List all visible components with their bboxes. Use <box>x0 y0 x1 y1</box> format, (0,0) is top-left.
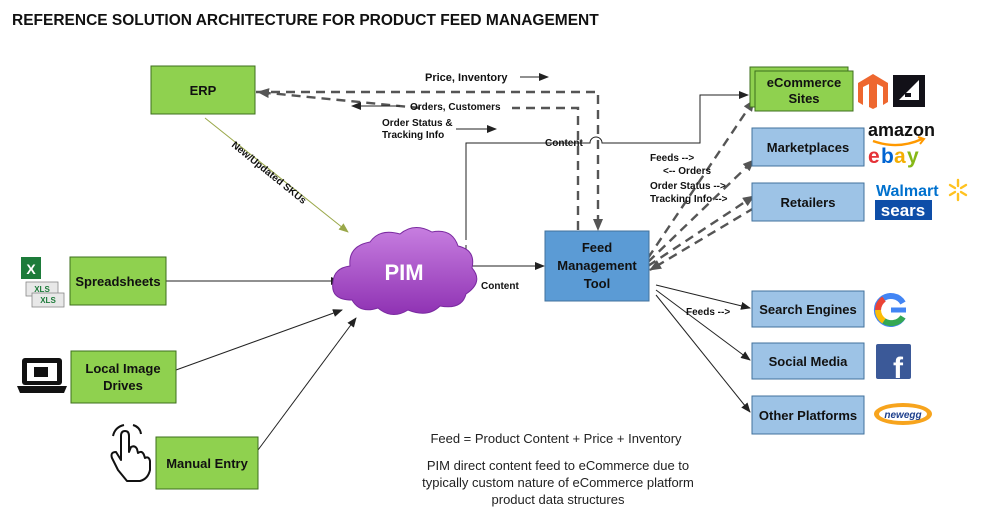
node-manual-entry[interactable]: Manual Entry <box>155 436 259 490</box>
edge-images-to-pim <box>175 309 343 371</box>
marketplaces-label: Marketplaces <box>767 140 849 155</box>
edge-feed-to-other <box>655 294 751 413</box>
ebay-e: e <box>868 145 880 168</box>
label-feeds-4: Tracking Info --> <box>650 194 728 205</box>
walmart-logo: Walmart <box>876 178 968 202</box>
social-media-label: Social Media <box>769 354 849 369</box>
walmart-spark-icon <box>948 178 968 202</box>
node-social-media[interactable]: Social Media <box>751 342 865 380</box>
node-other-platforms[interactable]: Other Platforms <box>751 395 865 435</box>
label-orders-customers: Orders, Customers <box>410 102 501 113</box>
facebook-icon: f <box>876 344 911 385</box>
note-explanation-3: product data structures <box>492 492 625 507</box>
bigcommerce-icon <box>893 75 925 107</box>
edge-new-skus <box>204 117 349 233</box>
facebook-f: f <box>893 352 904 385</box>
local-image-drives-label-1: Local Image <box>85 361 160 376</box>
retailers-label: Retailers <box>781 195 836 210</box>
laptop-icon <box>17 358 67 393</box>
node-feed-management-tool[interactable]: Feed Management Tool <box>544 230 650 302</box>
edge-feed-to-search <box>655 284 751 310</box>
node-spreadsheets[interactable]: Spreadsheets <box>69 256 167 306</box>
node-search-engines[interactable]: Search Engines <box>751 290 865 328</box>
edge-feed-to-retailers-1 <box>647 194 755 268</box>
edge-feed-to-retailers-2 <box>649 206 755 272</box>
node-marketplaces[interactable]: Marketplaces <box>751 127 865 167</box>
spreadsheet-icon: X XLS XLS <box>21 257 65 308</box>
ebay-a: a <box>894 145 906 168</box>
erp-label: ERP <box>190 83 217 98</box>
xls-text-1: XLS <box>34 285 50 294</box>
label-feeds-3: Order Status --> <box>650 181 726 192</box>
ebay-y: y <box>907 145 919 168</box>
sears-logo: sears <box>875 200 932 220</box>
manual-entry-label: Manual Entry <box>166 456 248 471</box>
edge-erp-to-feed-tool <box>256 90 603 231</box>
amazon-text: amazon <box>868 120 935 140</box>
spreadsheets-label: Spreadsheets <box>75 274 160 289</box>
ecommerce-sites-label-2: Sites <box>788 91 819 106</box>
sears-text: sears <box>881 201 925 220</box>
label-feeds-lower: Feeds --> <box>686 307 730 318</box>
feed-tool-label-2: Management <box>557 258 637 273</box>
newegg-text: newegg <box>884 410 921 421</box>
label-order-status-1: Order Status & <box>382 118 453 129</box>
walmart-text: Walmart <box>876 183 939 200</box>
xls-text-2: XLS <box>40 296 56 305</box>
label-feeds-1: Feeds --> <box>650 153 694 164</box>
label-content-top: Content <box>545 138 583 149</box>
feed-tool-label-1: Feed <box>582 240 612 255</box>
edge-feed-to-marketplaces <box>647 159 755 263</box>
magento-icon <box>858 74 888 109</box>
node-pim[interactable]: PIM <box>332 227 478 315</box>
note-explanation-2: typically custom nature of eCommerce pla… <box>422 475 694 490</box>
edge-manual-to-pim <box>257 317 357 451</box>
node-local-image-drives[interactable]: Local Image Drives <box>70 350 177 404</box>
hand-pointer-icon <box>110 424 151 482</box>
label-price-inventory: Price, Inventory <box>425 72 508 84</box>
newegg-logo: newegg <box>874 403 932 425</box>
diagram-title: REFERENCE SOLUTION ARCHITECTURE FOR PROD… <box>12 12 599 29</box>
local-image-drives-label-2: Drives <box>103 378 143 393</box>
node-retailers[interactable]: Retailers <box>751 182 865 222</box>
ecommerce-sites-label-1: eCommerce <box>767 75 841 90</box>
search-engines-label: Search Engines <box>759 302 857 317</box>
label-new-skus: New/Updated SKUs <box>229 140 308 207</box>
node-erp[interactable]: ERP <box>150 65 256 115</box>
other-platforms-label: Other Platforms <box>759 408 857 423</box>
note-formula: Feed = Product Content + Price + Invento… <box>430 431 682 446</box>
feed-tool-label-3: Tool <box>584 276 610 291</box>
edge-pim-to-ecommerce <box>465 91 749 240</box>
edge-orders-to-erp <box>257 88 421 110</box>
edge-feed-tool-to-erp <box>512 106 580 230</box>
google-icon <box>873 293 906 327</box>
node-ecommerce-sites[interactable]: eCommerce Sites <box>749 66 854 112</box>
edge-feed-to-ecommerce <box>647 99 755 259</box>
edge-pim-to-feed-tool <box>465 245 545 270</box>
label-order-status-2: Tracking Info <box>382 130 444 141</box>
excel-x-glyph: X <box>26 261 36 277</box>
ebay-b: b <box>881 145 894 168</box>
edge-feed-to-social <box>655 289 751 361</box>
pim-label: PIM <box>384 260 423 285</box>
ebay-logo: e b a y <box>868 145 919 168</box>
amazon-logo: amazon <box>868 120 935 147</box>
note-explanation-1: PIM direct content feed to eCommerce due… <box>427 458 689 473</box>
label-content-bottom: Content <box>481 281 519 292</box>
label-feeds-2: <-- Orders <box>663 166 712 177</box>
